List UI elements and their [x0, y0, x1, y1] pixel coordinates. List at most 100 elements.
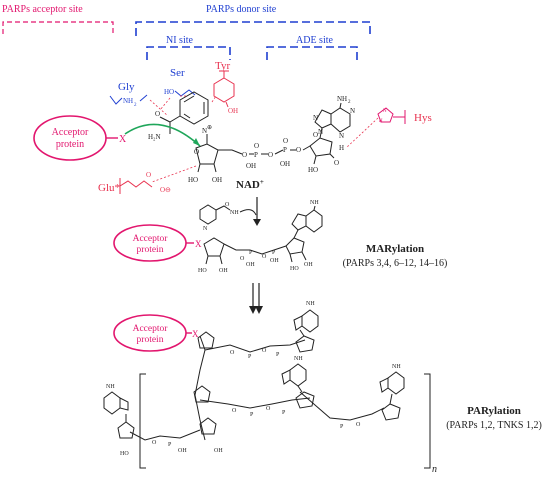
svg-text:2: 2 [348, 100, 351, 105]
svg-text:O: O [254, 142, 259, 150]
svg-text:P: P [168, 442, 172, 448]
svg-text:N: N [203, 226, 208, 232]
svg-text:O: O [266, 406, 271, 412]
svg-text:O: O [283, 137, 288, 145]
svg-text:O: O [225, 202, 230, 208]
ser-residue: Ser HO [164, 67, 196, 97]
svg-text:O: O [356, 422, 361, 428]
svg-text:N: N [350, 107, 355, 115]
svg-text:H: H [339, 144, 344, 152]
ade-site-bracket: ADE site [266, 35, 358, 60]
svg-text:N: N [313, 114, 318, 122]
svg-text:NH: NH [123, 97, 133, 105]
svg-text:P: P [249, 250, 253, 256]
svg-text:NH: NH [106, 384, 115, 390]
ni-site-label: NI site [166, 35, 194, 46]
svg-text:NH: NH [294, 356, 303, 362]
acceptor-site-bracket: PARPs acceptor site [2, 4, 114, 34]
svg-text:HO: HO [198, 268, 207, 274]
svg-text:OH: OH [304, 262, 313, 268]
interaction-arrows [149, 95, 379, 183]
acceptor-x-bottom: X [192, 329, 199, 339]
svg-text:OH: OH [178, 448, 187, 454]
glu-residue: Glu* O O⊖ [98, 171, 171, 194]
svg-text:P: P [340, 424, 344, 430]
svg-text:O: O [262, 254, 267, 260]
svg-text:O: O [296, 146, 301, 154]
svg-text:NH: NH [310, 200, 319, 206]
parylated-product: Acceptor protein X O P O P O P O P P O P… [103, 301, 437, 475]
svg-text:O: O [313, 131, 318, 139]
svg-text:N: N [339, 132, 344, 140]
acceptor-protein-bottom-line1: Acceptor [133, 324, 169, 334]
acceptor-x-top: X [119, 134, 127, 145]
hys-label: Hys [414, 112, 432, 124]
tyr-label: Tyr [215, 60, 230, 72]
marylation-subtitle: (PARPs 3,4, 6–12, 14–16) [343, 258, 448, 269]
svg-text:O: O [146, 171, 151, 179]
svg-text:O: O [152, 440, 157, 446]
svg-text:P: P [282, 410, 286, 416]
svg-text:O: O [240, 256, 245, 262]
svg-text:OH: OH [270, 258, 279, 264]
svg-text:HO: HO [308, 166, 318, 174]
svg-text:O: O [334, 159, 339, 167]
svg-text:HO: HO [120, 451, 129, 457]
gly-label: Gly [118, 81, 135, 93]
reaction-arrow-2 [249, 283, 263, 314]
svg-text:O⊖: O⊖ [160, 186, 171, 194]
svg-text:P: P [272, 250, 276, 256]
svg-text:H: H [379, 119, 383, 124]
reaction-arrow-1: O NH N [199, 197, 261, 232]
svg-text:OH: OH [246, 162, 256, 170]
acceptor-protein-top-line2: protein [56, 139, 84, 150]
svg-text:P: P [250, 412, 254, 418]
svg-text:OH: OH [219, 268, 228, 274]
ser-label: Ser [170, 67, 185, 79]
svg-text:N: N [318, 128, 323, 136]
ade-site-label: ADE site [296, 35, 334, 46]
svg-text:OH: OH [280, 160, 290, 168]
svg-text:OH: OH [228, 107, 238, 115]
svg-text:N: N [202, 127, 207, 135]
svg-text:N: N [383, 109, 387, 114]
svg-text:P: P [248, 354, 252, 360]
acceptor-protein-mid-line2: protein [137, 245, 164, 255]
svg-text:O: O [230, 350, 235, 356]
svg-text:O: O [268, 151, 273, 159]
acceptor-protein-top-line1: Acceptor [52, 127, 89, 138]
nad-molecule: N ⊕ O H₂N O HO OH O P O OH O P O OH O O … [148, 91, 355, 191]
acceptor-protein-mid-line1: Acceptor [133, 234, 169, 244]
svg-text:NH: NH [306, 301, 315, 307]
svg-text:P: P [276, 352, 280, 358]
svg-text:O: O [155, 110, 160, 118]
svg-text:H₂N: H₂N [148, 133, 161, 141]
svg-text:P: P [254, 151, 258, 159]
repeat-n-label: n [432, 464, 437, 475]
acceptor-x-mid: X [195, 239, 202, 249]
donor-site-label: PARPs donor site [206, 4, 277, 15]
svg-text:OH: OH [214, 448, 223, 454]
tyr-residue: Tyr OH [213, 60, 238, 115]
svg-text:NH: NH [230, 210, 239, 216]
svg-text:HO: HO [290, 266, 299, 272]
svg-text:⊕: ⊕ [207, 125, 212, 131]
svg-text:OH: OH [246, 262, 255, 268]
nad-label: NAD+ [236, 178, 264, 191]
parylation-subtitle: (PARPs 1,2, TNKS 1,2) [446, 420, 542, 431]
donor-site-bracket: PARPs donor site [135, 4, 371, 36]
svg-text:NH: NH [392, 364, 401, 370]
svg-text:2: 2 [134, 103, 137, 108]
acceptor-protein-top: Acceptor protein X [33, 115, 201, 161]
svg-text:O: O [262, 348, 267, 354]
gly-residue: Gly NH 2 [109, 81, 148, 108]
parylation-title: PARylation [467, 405, 521, 417]
marylated-product: Acceptor protein X HO OH O P O P OH OH H… [113, 200, 323, 274]
svg-text:OH: OH [212, 176, 222, 184]
ni-site-bracket: NI site [146, 35, 231, 60]
svg-text:P: P [283, 146, 287, 154]
glu-label: Glu* [98, 182, 120, 194]
hys-residue: N H Hys [377, 107, 432, 124]
marylation-title: MARylation [366, 243, 424, 255]
